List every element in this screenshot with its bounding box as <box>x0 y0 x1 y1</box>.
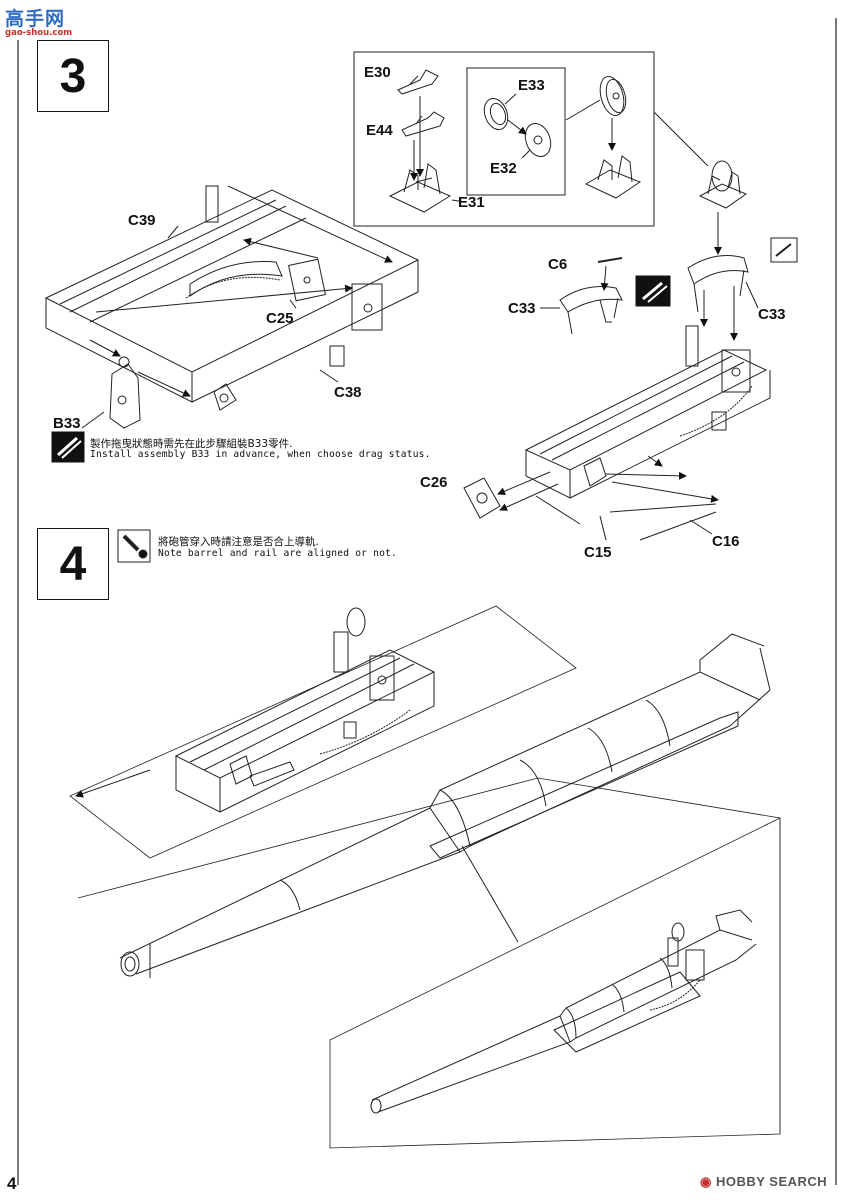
part-label-c39: C39 <box>128 212 156 229</box>
part-label-c26: C26 <box>420 474 448 491</box>
part-label-c33-left: C33 <box>508 300 536 317</box>
part-label-c25: C25 <box>266 310 294 327</box>
watermark-url: gao-shou.com <box>5 28 73 38</box>
step-3-number: 3 <box>37 40 109 112</box>
part-label-e44: E44 <box>366 122 393 139</box>
part-label-e30: E30 <box>364 64 391 81</box>
watermark-brand: 高手网 <box>5 8 66 30</box>
watermark-logo: 高手网 gao-shou.com <box>5 4 72 38</box>
part-label-b33: B33 <box>53 415 81 432</box>
part-label-e32: E32 <box>490 160 517 177</box>
hobby-search-logo-icon: ◉ <box>700 1174 716 1189</box>
step-4-number: 4 <box>37 528 109 600</box>
subassembly-box <box>353 51 655 227</box>
source-watermark: ◉ HOBBY SEARCH <box>700 1174 827 1190</box>
step-4-note-chinese: 將砲管穿入時請注意是否合上導軌. <box>158 536 319 548</box>
wheel-subbox <box>466 67 566 196</box>
part-label-c15: C15 <box>584 544 612 561</box>
page-number: 4 <box>7 1174 17 1193</box>
part-label-c16: C16 <box>712 533 740 550</box>
step-4-note-english: Note barrel and rail are aligned or not. <box>158 548 398 559</box>
part-label-e31: E31 <box>458 194 485 211</box>
step-3-note-chinese: 製作拖曳狀態時需先在此步驟組裝B33零件. <box>90 438 293 450</box>
part-label-c33-right: C33 <box>758 306 786 323</box>
step-3-note-english: Install assembly B33 in advance, when ch… <box>90 449 431 460</box>
part-label-e33: E33 <box>518 77 545 94</box>
part-label-c38: C38 <box>334 384 362 401</box>
source-watermark-text: HOBBY SEARCH <box>715 1174 828 1189</box>
part-label-c6: C6 <box>548 256 568 273</box>
